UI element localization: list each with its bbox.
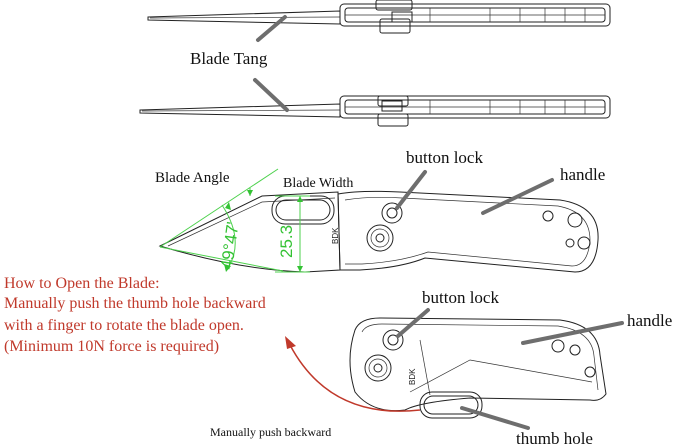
- handle-label-bottom: handle: [627, 311, 672, 330]
- push-arrow-head: [285, 336, 296, 349]
- brand-mark-top: BDK: [331, 227, 340, 244]
- instructions-line-2: with a finger to rotate the blade open.: [4, 317, 244, 334]
- width-value: 25.3: [277, 225, 296, 258]
- handle-leader-bottom: [521, 321, 624, 345]
- blade-angle-label: Blade Angle: [155, 170, 230, 186]
- thumb-hole-leader: [460, 406, 530, 430]
- top-view-knife-2: [139, 95, 611, 127]
- button-lock-leader-top: [395, 170, 427, 210]
- handle-label-top: handle: [560, 165, 605, 184]
- opening-instructions: How to Open the Blade: Manually push the…: [4, 275, 266, 355]
- handle-leader-top: [481, 178, 554, 215]
- instructions-line-3: (Minimum 10N force is required): [4, 338, 219, 355]
- blade-tang-leader-bottom: [253, 78, 289, 112]
- button-lock-leader-bottom: [396, 308, 430, 338]
- closed-knife-side-view: BDK: [349, 317, 607, 419]
- push-note: Manually push backward: [210, 425, 331, 439]
- push-direction-arrow: [289, 344, 421, 412]
- instructions-line-1: Manually push the thumb hole backward: [4, 295, 266, 312]
- angle-value: 49°47': [217, 221, 242, 271]
- brand-mark-bottom: BDK: [408, 368, 417, 385]
- top-view-knife-1: [147, 0, 611, 34]
- open-knife-side-view: BDK: [158, 190, 599, 273]
- instructions-title: How to Open the Blade:: [4, 275, 160, 292]
- blade-tang-leader-top: [256, 15, 287, 42]
- button-lock-label-bottom: button lock: [422, 288, 499, 307]
- blade-dimension-lines: [159, 168, 310, 273]
- button-lock-label-top: button lock: [406, 148, 483, 167]
- blade-tang-label: Blade Tang: [190, 49, 268, 68]
- thumb-hole-label: thumb hole: [516, 429, 593, 446]
- blade-width-label: Blade Width: [283, 176, 353, 191]
